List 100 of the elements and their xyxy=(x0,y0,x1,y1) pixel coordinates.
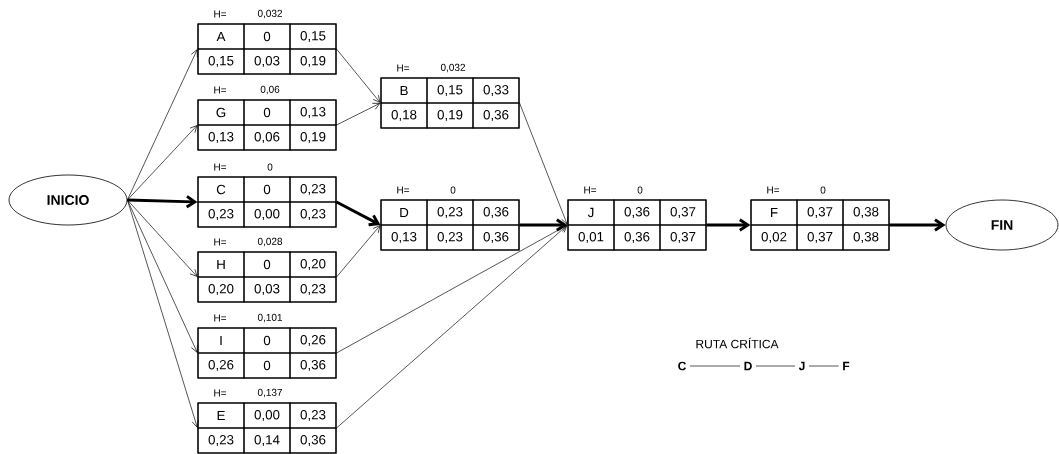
table-cell: 0,26 xyxy=(197,352,245,379)
header-value: 0,06 xyxy=(260,85,280,95)
table-cell: 0,18 xyxy=(380,102,428,129)
table-cell: 0,19 xyxy=(426,102,474,129)
table-cell: 0,00 xyxy=(243,402,291,429)
table-cell: 0,37 xyxy=(659,224,707,251)
table-cell: D xyxy=(380,199,428,226)
header-value: 0 xyxy=(267,163,273,171)
header-value: 0,028 xyxy=(257,237,283,247)
header-label: H= xyxy=(397,64,410,72)
table-cell: 0,36 xyxy=(472,224,520,251)
table-cell: 0,38 xyxy=(842,224,890,251)
table-cell: 0,36 xyxy=(613,199,661,226)
arrow xyxy=(706,218,751,232)
table-cell: 0,13 xyxy=(197,124,245,151)
table-cell: 0,37 xyxy=(796,224,844,251)
table-cell: 0,23 xyxy=(289,176,337,203)
table-cell: 0,14 xyxy=(243,427,291,454)
arrow xyxy=(127,195,198,209)
table-cell: 0,19 xyxy=(289,124,337,151)
table-cell: 0,23 xyxy=(426,224,474,251)
header-label: H= xyxy=(767,186,780,194)
table-cell: 0,19 xyxy=(289,48,337,75)
route-letter: J xyxy=(798,361,805,371)
header-value: 0,137 xyxy=(257,388,282,398)
table-cell: 0,20 xyxy=(289,251,337,278)
table-cell: B xyxy=(380,77,428,104)
table-cell: I xyxy=(197,327,245,354)
table-cell: C xyxy=(197,176,245,203)
table-cell: 0,23 xyxy=(197,427,245,454)
header-label: H= xyxy=(214,389,227,397)
header-label: H= xyxy=(397,186,410,194)
table-cell: 0 xyxy=(243,176,291,203)
table-cell: G xyxy=(197,99,245,126)
table-cell: 0,15 xyxy=(426,77,474,104)
table-cell: 0,36 xyxy=(472,102,520,129)
table-cell: 0 xyxy=(243,352,291,379)
arrow xyxy=(335,200,381,227)
header-label: H= xyxy=(214,314,227,322)
table-cell: 0 xyxy=(243,99,291,126)
header-value: 0,032 xyxy=(257,9,282,19)
table-cell: 0,23 xyxy=(289,276,337,303)
table-cell: 0 xyxy=(243,23,291,50)
arrow xyxy=(336,48,381,103)
table-cell: 0,33 xyxy=(472,77,520,104)
header-value: 0 xyxy=(450,186,456,194)
table-cell: 0,36 xyxy=(289,427,337,454)
arrow xyxy=(336,225,568,429)
header-value: 0 xyxy=(637,186,643,194)
table-cell: H xyxy=(197,251,245,278)
header-value: 0 xyxy=(820,186,826,194)
table-cell: 0,06 xyxy=(243,124,291,151)
table-cell: 0,01 xyxy=(567,224,615,251)
table-cell: 0,23 xyxy=(197,201,245,228)
route-letter: C xyxy=(678,361,686,371)
table-cell: 0,38 xyxy=(842,199,890,226)
table-cell: 0,00 xyxy=(243,201,291,228)
header-label: H= xyxy=(214,10,227,18)
table-cell: 0,15 xyxy=(197,48,245,75)
table-cell: J xyxy=(567,199,615,226)
table-cell: 0,36 xyxy=(613,224,661,251)
arrow xyxy=(127,199,198,277)
header-label: H= xyxy=(584,186,597,194)
table-cell: 0,23 xyxy=(426,199,474,226)
table-cell: 0,13 xyxy=(380,224,428,251)
header-label: H= xyxy=(214,238,227,246)
table-cell: F xyxy=(750,199,798,226)
route-title: RUTA CRÍTICA xyxy=(696,337,779,349)
header-label: H= xyxy=(214,163,227,171)
table-cell: 0,36 xyxy=(289,352,337,379)
table-cell: 0,13 xyxy=(289,99,337,126)
table-cell: 0 xyxy=(243,327,291,354)
header-label: H= xyxy=(214,86,227,94)
arrow xyxy=(336,225,381,278)
table-cell: 0,26 xyxy=(289,327,337,354)
arrow xyxy=(127,199,199,428)
header-value: 0,101 xyxy=(257,313,283,323)
table-cell: 0,03 xyxy=(243,276,291,303)
table-cell: 0,23 xyxy=(289,201,337,228)
table-cell: 0,23 xyxy=(289,402,337,429)
table-cell: 0,03 xyxy=(243,48,291,75)
arrow xyxy=(336,225,568,354)
table-cell: 0 xyxy=(243,251,291,278)
arrow xyxy=(519,218,568,232)
table-cell: 0,37 xyxy=(659,199,707,226)
table-cell: 0,37 xyxy=(796,199,844,226)
route-letter: F xyxy=(843,361,850,371)
table-cell: 0,02 xyxy=(750,224,798,251)
table-cell: 0,36 xyxy=(472,199,520,226)
arrow xyxy=(336,103,381,126)
route-letter: D xyxy=(744,361,752,371)
table-cell: 0,20 xyxy=(197,276,245,303)
arrow xyxy=(519,102,569,225)
arrow xyxy=(889,218,946,232)
table-cell: E xyxy=(197,402,245,429)
table-cell: 0,15 xyxy=(289,23,337,50)
arrow xyxy=(127,49,198,201)
header-value: 0,032 xyxy=(440,63,465,73)
table-cell: A xyxy=(197,23,245,50)
arrow xyxy=(127,125,198,201)
